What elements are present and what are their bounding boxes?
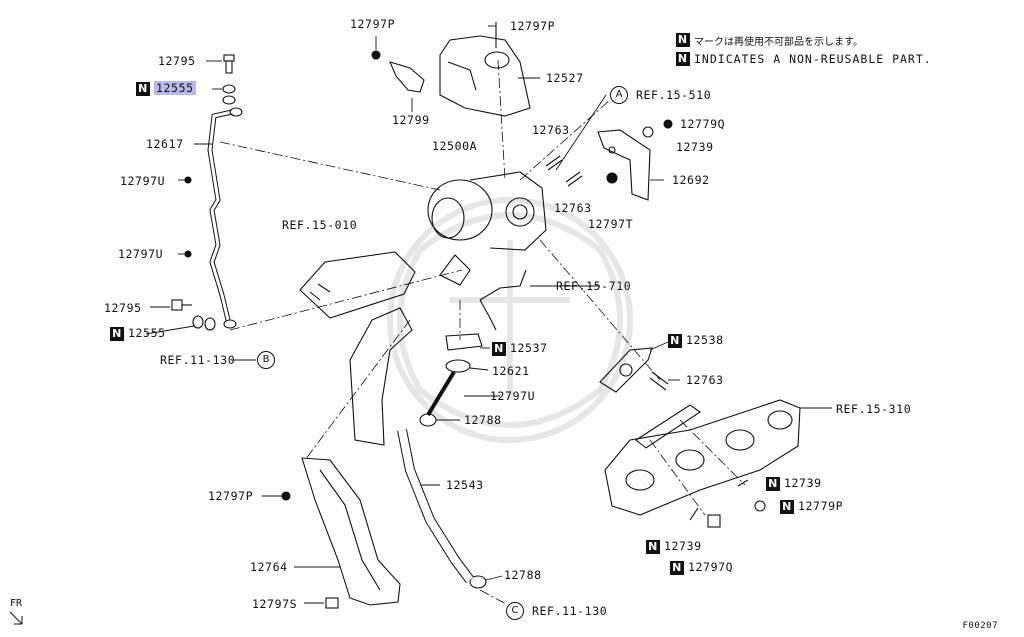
bolt-12795-bottom xyxy=(171,299,192,311)
marker-c: C xyxy=(506,602,524,620)
callout-12537-text: 12537 xyxy=(510,341,548,355)
figure-code: F00207 xyxy=(962,621,998,631)
fr-label: FR xyxy=(10,598,23,609)
callout-12788-a: 12788 xyxy=(464,413,502,427)
callout-12538: N 12538 xyxy=(668,334,724,348)
callout-12795-top: 12795 xyxy=(158,54,196,68)
callout-12739-b: N 12739 xyxy=(766,477,822,491)
callout-12797P-b: 12797P xyxy=(510,19,556,33)
callout-12763-c: 12763 xyxy=(686,373,724,387)
callout-12797U-b: 12797U xyxy=(118,247,164,261)
callout-12555-top-text: 12555 xyxy=(154,81,196,95)
callout-12500A: 12500A xyxy=(432,139,478,153)
callout-12797T: 12797T xyxy=(588,217,634,231)
bolt-12797S xyxy=(325,597,339,609)
n-badge-icon: N xyxy=(136,82,150,96)
callout-12763-a: 12763 xyxy=(532,123,570,137)
callout-12795-bottom: 12795 xyxy=(104,301,142,315)
legend-en: N INDICATES A NON-REUSABLE PART. xyxy=(676,52,932,66)
callout-ref-15-010: REF.15-010 xyxy=(282,218,358,232)
bracket-12692 xyxy=(597,129,651,201)
bracket-12764 xyxy=(301,457,401,606)
fr-arrow-icon xyxy=(9,611,23,625)
leader-lines xyxy=(145,25,832,604)
oil-feed-pipe-12617 xyxy=(207,107,243,329)
callout-12527: 12527 xyxy=(546,71,584,85)
washer-12555-top xyxy=(222,84,236,105)
marker-b: B xyxy=(257,351,275,369)
bracket-12799 xyxy=(389,61,425,93)
callout-12555-bottom: N 12555 xyxy=(110,327,166,341)
callout-ref-11-130-c: REF.11-130 xyxy=(532,604,608,618)
callout-ref-15-710: REF.15-710 xyxy=(556,279,632,293)
bolt-12795-top xyxy=(223,54,235,74)
callout-12621: 12621 xyxy=(492,364,530,378)
exhaust-manifold xyxy=(604,399,801,516)
marker-a: A xyxy=(610,86,628,104)
sensor-harness xyxy=(479,269,527,331)
washer-12555-bottom xyxy=(192,315,216,331)
callout-12779Q: 12779Q xyxy=(680,117,726,131)
bolt-12797U xyxy=(184,176,192,258)
gasket-12538 xyxy=(599,347,653,393)
heat-insulator-12527 xyxy=(439,35,531,117)
callout-12797Q: N 12797Q xyxy=(670,561,733,575)
n-badge-icon: N xyxy=(780,500,794,514)
callout-12797U-a: 12797U xyxy=(120,174,166,188)
turbocharger-12500A xyxy=(427,171,547,286)
callout-12799: 12799 xyxy=(392,113,430,127)
callout-12797P-c: 12797P xyxy=(208,489,254,503)
callout-12739-c: N 12739 xyxy=(646,540,702,554)
callout-12739-b-text: 12739 xyxy=(784,476,822,490)
callout-12779P-text: 12779P xyxy=(798,499,844,513)
callout-12797U-c: 12797U xyxy=(490,389,536,403)
callout-12617: 12617 xyxy=(146,137,184,151)
callout-12779P: N 12779P xyxy=(780,500,843,514)
centre-lines xyxy=(219,59,746,605)
small-parts-lower-right xyxy=(689,479,766,528)
bolt-12797T xyxy=(606,172,618,184)
legend-en-text: INDICATES A NON-REUSABLE PART. xyxy=(694,52,932,66)
n-badge-icon: N xyxy=(670,561,684,575)
hose-12543 xyxy=(397,429,474,583)
callout-ref-15-310: REF.15-310 xyxy=(836,402,912,416)
nut-12779Q xyxy=(642,119,673,138)
callout-12764: 12764 xyxy=(250,560,288,574)
gasket-12537 xyxy=(445,333,483,351)
callout-12763-b: 12763 xyxy=(554,201,592,215)
n-badge-icon: N xyxy=(668,334,682,348)
callout-12555-bottom-text: 12555 xyxy=(128,326,166,340)
n-badge-icon: N xyxy=(110,327,124,341)
callout-12555-top: N 12555 xyxy=(136,81,196,96)
legend-jp: N マークは再使用不可部品を示します。 xyxy=(676,33,863,48)
callout-12739-a: 12739 xyxy=(676,140,714,154)
bolt-12797P-left xyxy=(281,491,291,501)
air-pipe xyxy=(349,307,413,446)
callout-12797S: 12797S xyxy=(252,597,298,611)
callout-12692: 12692 xyxy=(672,173,710,187)
callout-12543: 12543 xyxy=(446,478,484,492)
callout-12537: N 12537 xyxy=(492,342,548,356)
n-badge-icon: N xyxy=(676,52,690,66)
n-badge-icon: N xyxy=(676,33,690,47)
callout-12788-b: 12788 xyxy=(504,568,542,582)
n-badge-icon: N xyxy=(492,342,506,356)
callout-12538-text: 12538 xyxy=(686,333,724,347)
callout-ref-15-510: REF.15-510 xyxy=(636,88,712,102)
callout-12797Q-text: 12797Q xyxy=(688,560,734,574)
intake-hose xyxy=(299,251,416,319)
callout-12797P-a: 12797P xyxy=(350,17,396,31)
watermark-emblem xyxy=(387,197,633,443)
callout-ref-11-130-b: REF.11-130 xyxy=(160,353,236,367)
callout-12739-c-text: 12739 xyxy=(664,539,702,553)
legend-jp-text: マークは再使用不可部品を示します。 xyxy=(694,37,863,48)
oil-return-pipe-12621 xyxy=(426,359,471,417)
n-badge-icon: N xyxy=(766,477,780,491)
n-badge-icon: N xyxy=(646,540,660,554)
